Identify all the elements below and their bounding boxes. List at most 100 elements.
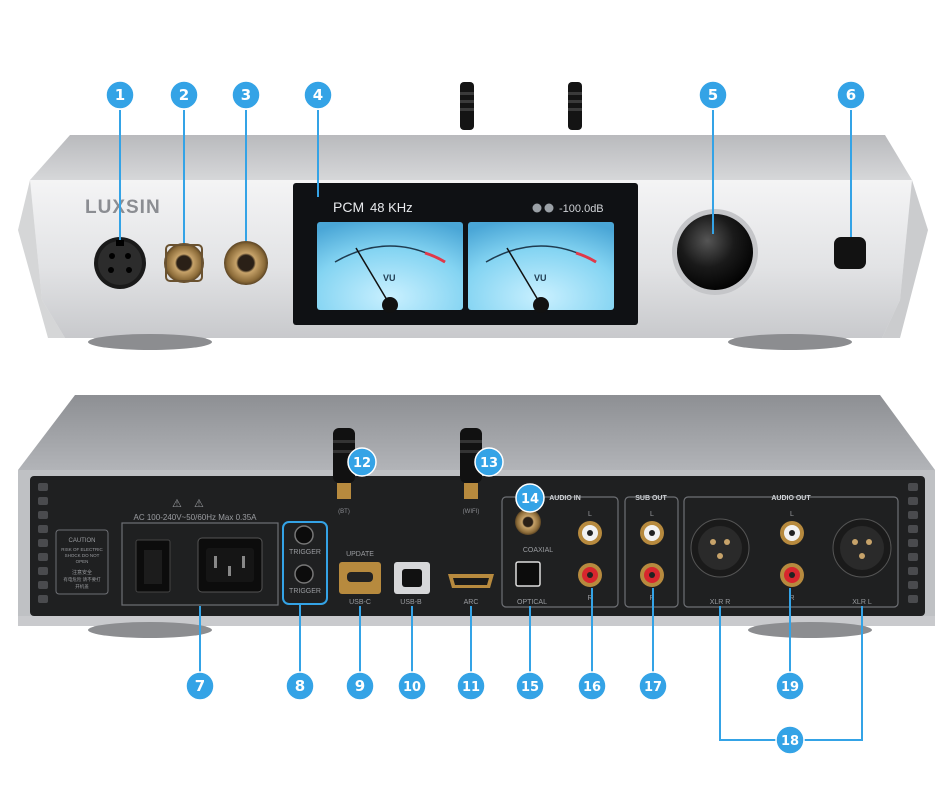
display-sample-rate: 48 KHz (370, 200, 413, 215)
headphone-jack-6-35mm (224, 241, 268, 285)
rca-out-right (780, 563, 804, 587)
rear-view: (BT) (WIFI) ⚠ ⚠ AC 100-240V~50/60Hz Max … (18, 395, 935, 638)
wifi-antenna-label: (WIFI) (463, 509, 480, 515)
heatsink-fin (908, 595, 918, 603)
coaxial-label: COAXIAL (523, 547, 553, 554)
heatsink-fin (38, 539, 48, 547)
callout-14: 14 (515, 483, 545, 513)
sub-out-label: SUB OUT (635, 495, 667, 502)
front-view: LUXSIN PCM 48 KHz -100.0dB (18, 82, 928, 350)
headphone-jack-4-4mm (164, 243, 204, 283)
svg-text:SHOCK DO NOT: SHOCK DO NOT (65, 553, 100, 558)
front-chassis-top (30, 135, 912, 180)
heatsink-fin (908, 511, 918, 519)
front-antenna-right (568, 82, 582, 130)
volume-knob (677, 214, 753, 290)
callout-number: 17 (644, 680, 662, 695)
rear-foot-left (88, 622, 212, 638)
callout-number: 7 (195, 677, 205, 695)
callout-number: 1 (115, 86, 125, 104)
optical-label: OPTICAL (517, 599, 547, 606)
callout-number: 3 (241, 86, 251, 104)
ac-spec-label: AC 100-240V~50/60Hz Max 0.35A (134, 513, 258, 522)
audio-out-r-label: R (789, 595, 794, 602)
callout-number: 4 (313, 86, 323, 104)
rear-foot-right (748, 622, 872, 638)
heatsink-fin (908, 497, 918, 505)
trigger-highlight-box (282, 521, 328, 605)
callout-19: 19 (775, 671, 805, 701)
heatsink-fin (908, 581, 918, 589)
callout-16: 16 (577, 671, 607, 701)
callout-13: 13 (474, 447, 504, 477)
heatsink-fin (908, 567, 918, 575)
callout-number: 2 (179, 86, 189, 104)
vu-label-right: VU (534, 273, 547, 283)
bt-antenna-label: (BT) (338, 509, 350, 515)
svg-text:RISK OF ELECTRIC: RISK OF ELECTRIC (61, 547, 103, 552)
heatsink-fins (38, 483, 918, 603)
heatsink-fin (38, 483, 48, 491)
usb-c-label: USB-C (349, 599, 371, 606)
iec-power-inlet (197, 537, 263, 593)
xlr-out-left (832, 518, 892, 578)
display-format: PCM (333, 199, 364, 215)
heatsink-fin (38, 553, 48, 561)
xlr-headphone-jack (94, 237, 146, 289)
callout-number: 12 (353, 456, 371, 471)
arc-label: ARC (464, 599, 479, 606)
callout-8: 8 (285, 671, 315, 701)
rca-out-left (780, 521, 804, 545)
xlr-l-label: XLR L (852, 599, 872, 606)
vu-meter-right: VU (468, 222, 614, 313)
caution-label: CAUTION RISK OF ELECTRIC SHOCK DO NOT OP… (55, 529, 109, 595)
heatsink-fin (38, 511, 48, 519)
display-volume: -100.0dB (559, 203, 604, 215)
heatsink-fin (38, 567, 48, 575)
heatsink-fin (38, 525, 48, 533)
heatsink-fin (908, 483, 918, 491)
svg-text:注意安全: 注意安全 (72, 569, 92, 576)
xlr-out-right (690, 518, 750, 578)
xlr-r-label: XLR R (710, 599, 731, 606)
heatsink-fin (38, 497, 48, 505)
callout-9: 9 (345, 671, 375, 701)
callout-17: 17 (638, 671, 668, 701)
power-switch (135, 539, 171, 593)
svg-text:⚠: ⚠ (194, 498, 204, 510)
heatsink-fin (908, 553, 918, 561)
trigger-out-jack (294, 564, 314, 584)
sub-out-l-label: L (650, 511, 654, 518)
brand-logo: LUXSIN (85, 197, 161, 218)
callout-number: 6 (846, 86, 856, 104)
audio-out-l-label: L (790, 511, 794, 518)
front-antenna-left (460, 82, 474, 130)
callout-number: 10 (403, 680, 421, 695)
front-display: PCM 48 KHz -100.0dB VU VU (293, 183, 638, 325)
power-section-frame (121, 522, 279, 606)
callout-18: 18 (775, 725, 805, 755)
svg-text:有电危险 请不要打: 有电危险 请不要打 (63, 576, 101, 583)
sub-out-frame (624, 496, 679, 608)
callout-number: 16 (583, 680, 601, 695)
audio-in-label: AUDIO IN (549, 495, 581, 502)
callout-number: 9 (355, 677, 365, 695)
callout-number: 13 (480, 456, 498, 471)
rca-in-left (578, 521, 602, 545)
svg-text:⚠: ⚠ (172, 498, 182, 510)
audio-in-l-label: L (588, 511, 592, 518)
callout-number: 18 (781, 734, 799, 749)
callout-7: 7 (185, 671, 215, 701)
rca-sub-left (640, 521, 664, 545)
callout-number: 14 (521, 492, 539, 507)
front-foot-left (88, 334, 212, 350)
callout-4: 4 (303, 80, 333, 110)
input-section-frame (501, 496, 619, 608)
power-button (834, 237, 866, 269)
callout-1: 1 (105, 80, 135, 110)
svg-text:开机盖: 开机盖 (75, 583, 89, 590)
vu-meter-left: VU (317, 222, 463, 313)
heatsink-fin (38, 581, 48, 589)
